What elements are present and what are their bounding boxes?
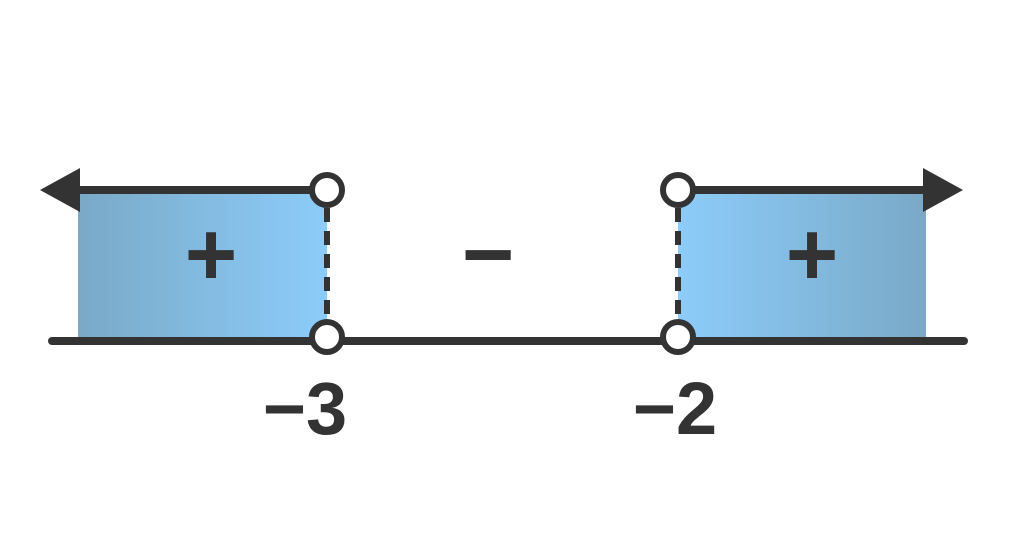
open-circle-bottom: [660, 319, 696, 355]
open-circle-top: [309, 172, 345, 208]
point-value-label: −3: [263, 367, 347, 450]
region-sign-label: +: [185, 205, 238, 305]
left-shaded-region: [78, 190, 327, 341]
open-circle-top: [660, 172, 696, 208]
point-value-label: −2: [633, 367, 717, 450]
open-circle-bottom: [309, 319, 345, 355]
region-sign-label: +: [786, 205, 839, 305]
left-arrow-icon: [40, 168, 80, 212]
region-sign-label: −: [462, 205, 515, 305]
right-arrow-icon: [923, 168, 963, 212]
right-shaded-region: [678, 190, 926, 341]
